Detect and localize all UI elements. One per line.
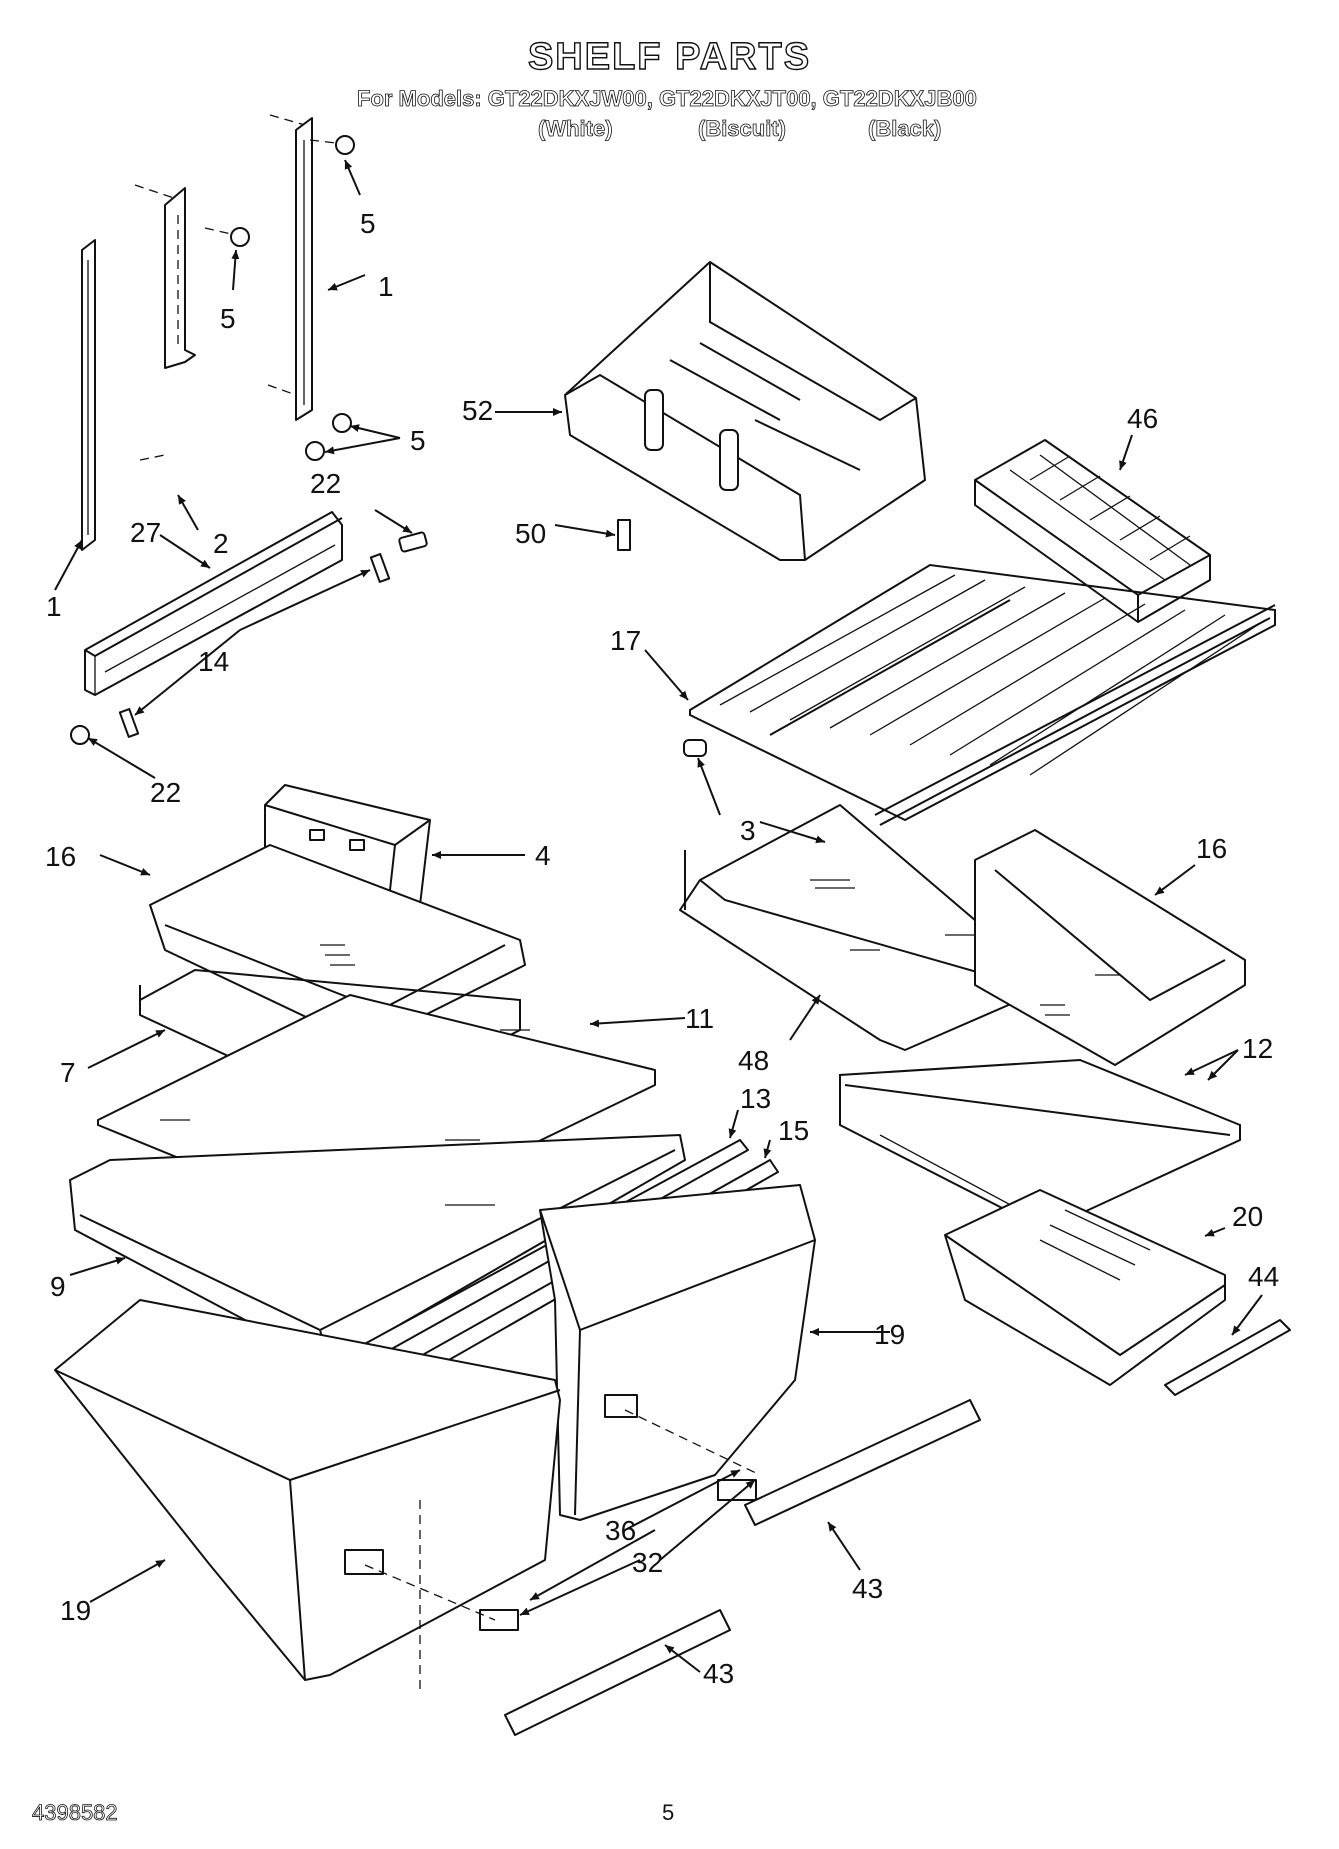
freezer-pan-20 <box>944 1189 1226 1386</box>
callout-43-left: 43 <box>703 1658 734 1689</box>
callout-52: 52 <box>462 395 493 426</box>
callout-7: 7 <box>60 1057 76 1088</box>
callout-43-right: 43 <box>852 1573 883 1604</box>
shelf-rail-center <box>134 184 196 461</box>
color-black: (Black) <box>868 116 942 142</box>
callout-13: 13 <box>740 1083 771 1114</box>
page-number: 5 <box>662 1800 675 1825</box>
shelf-rail-right <box>267 114 313 421</box>
clip-14-left <box>118 708 140 738</box>
trim-44 <box>1164 1319 1291 1396</box>
callout-36: 36 <box>605 1515 636 1546</box>
callout-9: 9 <box>50 1271 66 1302</box>
screw-5-top <box>309 135 355 155</box>
crisper-drawer-19-right <box>539 1184 816 1521</box>
wire-shelf-17 <box>689 563 1276 826</box>
callout-2: 2 <box>213 528 229 559</box>
ice-cube-tray-46 <box>974 439 1211 623</box>
callout-46: 46 <box>1127 403 1158 434</box>
callout-19-left: 19 <box>60 1595 91 1626</box>
screw-50 <box>617 519 631 551</box>
color-biscuit: (Biscuit) <box>698 116 787 142</box>
screw-5-mid <box>204 227 250 247</box>
callout-16-left: 16 <box>45 841 76 872</box>
callout-4: 4 <box>535 840 551 871</box>
drawer-trim-43-right <box>744 1399 981 1526</box>
callout-5-low: 5 <box>410 425 426 456</box>
screw-5-low-b <box>305 441 325 461</box>
shelf-frame-12 <box>839 1058 1241 1232</box>
shelf-spacer-27 <box>84 511 343 696</box>
clip-14-right <box>369 553 391 583</box>
callout-32: 32 <box>632 1547 663 1578</box>
screw-5-low-a <box>332 413 352 433</box>
document-number: 4398582 <box>32 1800 118 1826</box>
screw-22-left <box>70 725 90 745</box>
drawer-trim-43-left <box>504 1609 731 1736</box>
shelf-rail-left <box>81 239 96 551</box>
callout-27: 27 <box>130 517 161 548</box>
callout-48: 48 <box>738 1045 769 1076</box>
model-list: For Models: GT22DKXJW00, GT22DKXJT00, GT… <box>357 86 978 112</box>
callout-22-upper: 22 <box>310 468 341 499</box>
ice-bin-52 <box>564 261 926 561</box>
screw-22-right <box>398 531 428 553</box>
callout-20: 20 <box>1232 1201 1263 1232</box>
callout-15: 15 <box>778 1115 809 1146</box>
callout-3: 3 <box>740 815 756 846</box>
callout-5-top: 5 <box>360 208 376 239</box>
callout-50: 50 <box>515 518 546 549</box>
color-white: (White) <box>538 116 613 142</box>
shelf-stop-3-upper <box>683 739 707 757</box>
callout-22-lower: 22 <box>150 777 181 808</box>
callout-44: 44 <box>1248 1261 1279 1292</box>
callout-16-right: 16 <box>1196 833 1227 864</box>
callout-1-upper: 1 <box>378 271 394 302</box>
callout-14: 14 <box>198 646 229 677</box>
glass-shelf-16-right <box>974 829 1246 1066</box>
page-title: SHELF PARTS <box>527 35 812 78</box>
callout-12: 12 <box>1242 1033 1273 1064</box>
leader-lines <box>54 159 1263 1673</box>
callout-5-mid: 5 <box>220 303 236 334</box>
callout-19-right: 19 <box>874 1319 905 1350</box>
callout-17: 17 <box>610 625 641 656</box>
crisper-drawer-19-left <box>54 1299 561 1690</box>
callout-1-lower: 1 <box>46 591 62 622</box>
callout-11: 11 <box>685 1003 714 1034</box>
